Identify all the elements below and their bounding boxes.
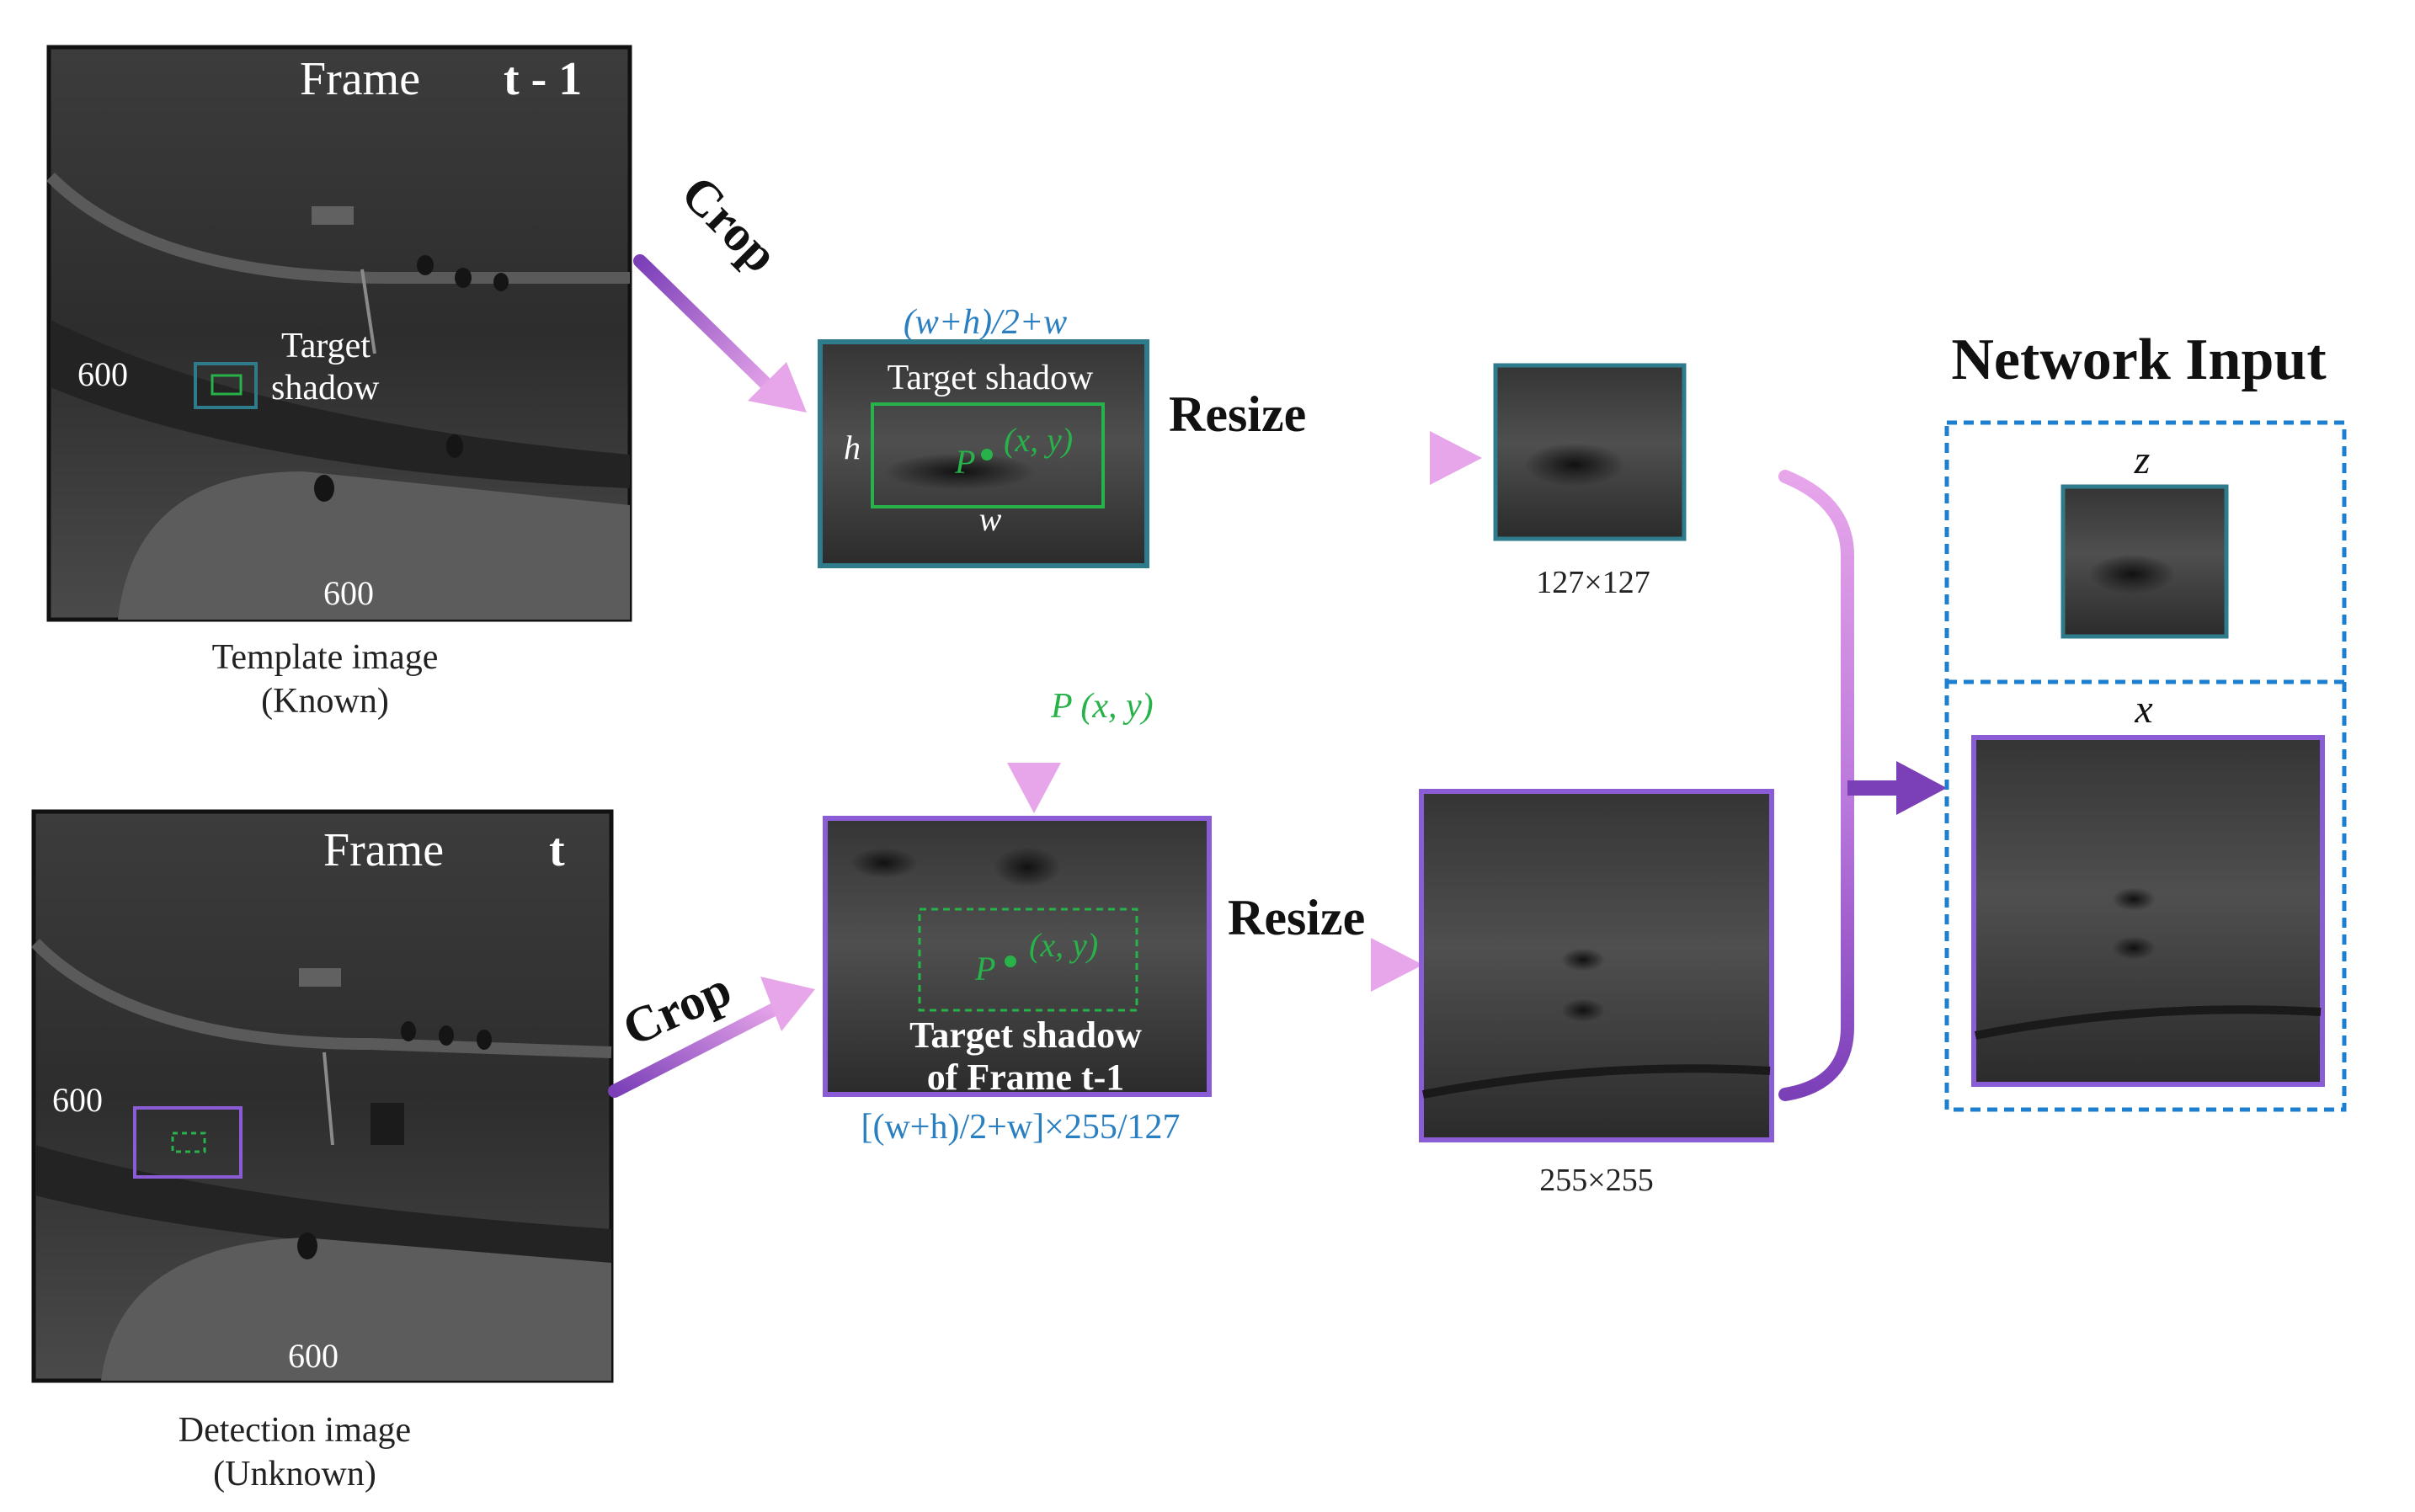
template-crop-size-formula: (w+h)/2+w <box>904 303 1067 342</box>
network-input-panel: Network Input z x <box>1944 327 2347 1112</box>
template-point-coords: (x, y) <box>1004 421 1073 459</box>
detection-search-box <box>133 1106 243 1179</box>
target-center-point <box>981 449 993 461</box>
detection-frame: Frame t 600 600 <box>31 809 614 1383</box>
crossing-marks <box>360 269 376 354</box>
position-transfer-arrow: P (x, y) <box>1007 604 1154 813</box>
z-input-image <box>2060 484 2229 639</box>
crop-label-top: Crop <box>671 165 789 283</box>
crossing-marks <box>323 1051 334 1146</box>
lit-field <box>101 1238 611 1381</box>
detection-height-label: 600 <box>288 1337 339 1375</box>
template-search-box <box>194 362 258 409</box>
detection-crop-title-line1: Target shadow <box>909 1014 1142 1056</box>
shadow-blob <box>850 848 918 878</box>
detection-point-coords: (x, y) <box>1029 926 1098 964</box>
shadow-blob <box>2112 936 2156 960</box>
resize-arrow-bottom: Resize <box>1213 890 1423 992</box>
template-width-label: 600 <box>77 355 128 393</box>
template-point-label: P <box>954 443 975 481</box>
template-bbox-height-label: h <box>844 429 861 466</box>
resized-template-size: 127×127 <box>1536 565 1650 600</box>
merge-brace-arrow <box>1778 470 1947 1101</box>
pole-shadow <box>455 268 472 288</box>
detection-center-point <box>1005 956 1016 967</box>
transfer-arrow-label: P (x, y) <box>1050 687 1154 726</box>
detection-frame-title: Frame <box>323 824 444 876</box>
template-caption-line2: (Known) <box>261 682 389 721</box>
shadow-blob <box>994 847 1061 887</box>
detection-prior-target-box <box>171 1131 206 1153</box>
network-input-box <box>1944 420 2347 1112</box>
field-dark-spot <box>297 1232 317 1259</box>
x-label: x <box>2134 687 2152 732</box>
resize-label-bottom: Resize <box>1228 890 1365 945</box>
terrain-curve <box>31 939 612 1058</box>
lit-field <box>118 471 630 620</box>
detection-crop-size-formula: [(w+h)/2+w]×255/127 <box>861 1108 1180 1147</box>
shadow-blob <box>2112 887 2156 911</box>
template-target-bbox <box>871 402 1105 508</box>
detection-point-label: P <box>974 950 995 988</box>
resize-arrow-top: Resize <box>1150 386 1482 485</box>
shadow-blob <box>1561 998 1605 1022</box>
target-shadow-blob <box>1524 443 1625 487</box>
template-crop-title: Target shadow <box>888 359 1094 397</box>
template-crop: (w+h)/2+w Target shadow P (x, y) h w <box>818 303 1149 568</box>
template-frame-index: t - 1 <box>504 53 582 105</box>
pole-shadow <box>417 255 434 275</box>
detection-caption-line1: Detection image <box>179 1411 411 1450</box>
building <box>299 968 341 987</box>
template-target-box <box>211 374 243 396</box>
shadow-blob <box>1561 948 1605 972</box>
crop-arrow-bottom: Crop <box>608 961 815 1098</box>
road-edge <box>1975 1005 2322 1040</box>
resize-label-top: Resize <box>1169 386 1306 442</box>
template-caption-line1: Template image <box>212 638 439 677</box>
target-shadow-label-line2: shadow <box>271 369 380 407</box>
pole-shadow <box>439 1025 454 1046</box>
network-input-title: Network Input <box>1951 327 2326 392</box>
pole-shadow <box>477 1030 492 1050</box>
resized-search: 255×255 <box>1419 789 1774 1198</box>
x-input-image <box>1971 735 2325 1087</box>
detection-caption-line2: (Unknown) <box>213 1455 376 1493</box>
road-edge <box>1422 1064 1771 1099</box>
resized-search-size: 255×255 <box>1539 1163 1653 1198</box>
pole-shadow <box>401 1021 416 1041</box>
detection-width-label: 600 <box>52 1081 103 1119</box>
road-band <box>35 1145 611 1263</box>
pole-shadow <box>446 434 463 458</box>
vehicle <box>371 1103 404 1145</box>
detection-prior-bbox <box>918 908 1138 1012</box>
resized-template: 127×127 <box>1493 363 1687 600</box>
building <box>312 206 354 225</box>
target-shadow-label-line1: Target <box>281 327 371 365</box>
field-dark-spot <box>314 475 334 502</box>
detection-crop-title-line2: of Frame t-1 <box>927 1057 1125 1098</box>
z-label: z <box>2134 438 2151 482</box>
target-shadow-blob <box>884 453 1036 490</box>
template-height-label: 600 <box>323 574 374 612</box>
target-shadow-blob <box>2088 554 2176 594</box>
template-frame-title: Frame <box>300 53 420 105</box>
template-bbox-width-label: w <box>979 500 1002 538</box>
pole-shadow <box>493 273 509 291</box>
detection-crop: P (x, y) Target shadow of Frame t-1 [(w+… <box>823 816 1212 1147</box>
terrain-curve <box>46 173 630 284</box>
template-frame: Frame t - 1 600 600 Target shadow <box>46 45 632 622</box>
crop-arrow-top: Crop <box>633 165 807 413</box>
road-band <box>51 320 630 488</box>
detection-frame-index: t <box>549 824 565 876</box>
